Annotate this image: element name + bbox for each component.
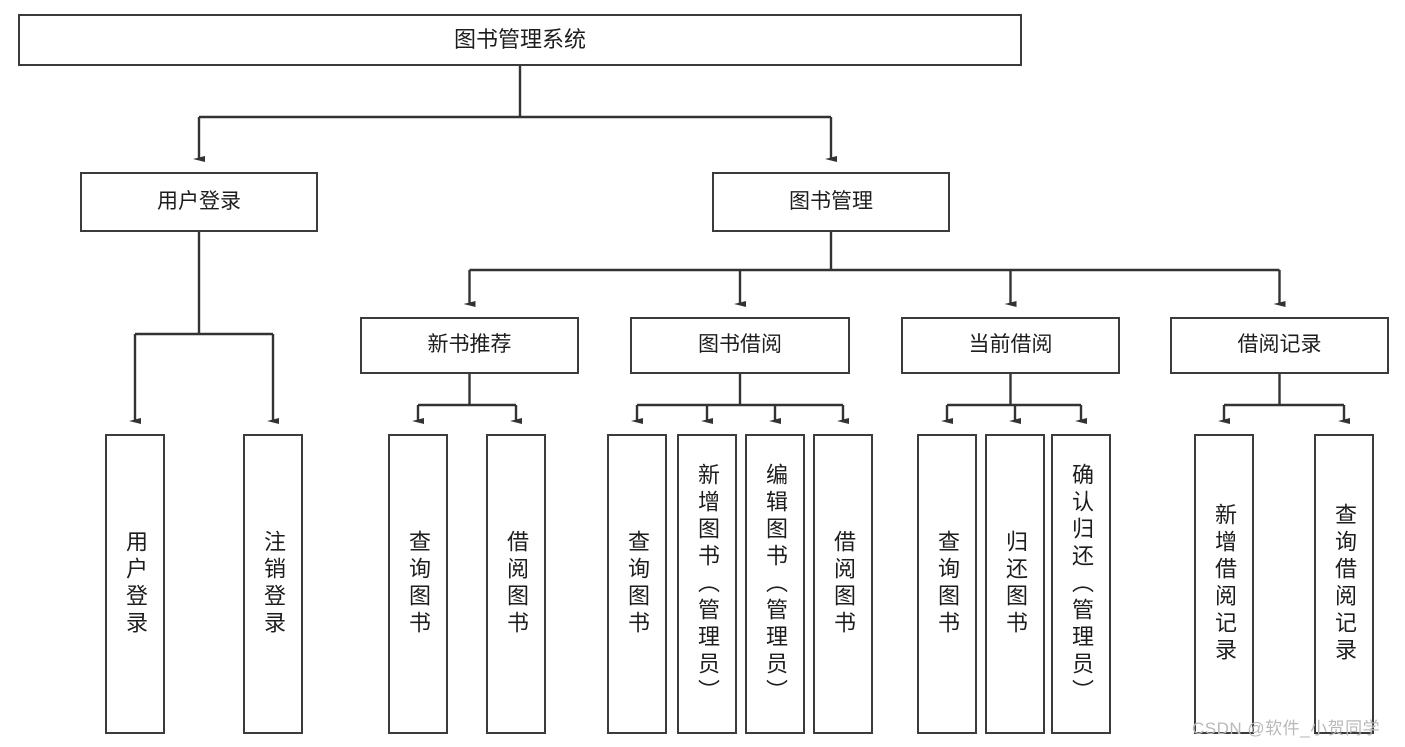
- node-label: 查询图书: [935, 530, 960, 638]
- leaf-node-leaf-return-book[interactable]: 归还图书: [985, 434, 1045, 734]
- leaf-node-leaf-logout[interactable]: 注销登录: [243, 434, 303, 734]
- node-label: 新增图书（管理员）: [695, 462, 720, 706]
- node-label: 新书推荐: [427, 333, 512, 357]
- node-label: 借阅图书: [831, 530, 856, 638]
- node-label: 查询借阅记录: [1332, 503, 1357, 665]
- node-label: 查询图书: [406, 530, 431, 638]
- watermark-label: CSDN @软件_小贺同学: [1192, 719, 1381, 738]
- leaf-node-leaf-edit-book[interactable]: 编辑图书（管理员）: [745, 434, 805, 734]
- node-label: 借阅记录: [1237, 333, 1322, 357]
- node-label: 图书借阅: [698, 333, 782, 357]
- node-current-borrow[interactable]: 当前借阅: [901, 317, 1120, 374]
- leaf-node-leaf-borrow-book-2[interactable]: 借阅图书: [813, 434, 873, 734]
- node-borrow-record[interactable]: 借阅记录: [1170, 317, 1389, 374]
- node-label: 用户登录: [157, 189, 241, 213]
- leaf-node-leaf-add-book[interactable]: 新增图书（管理员）: [677, 434, 737, 734]
- node-user-login[interactable]: 用户登录: [80, 172, 318, 232]
- node-label: 当前借阅: [968, 333, 1053, 357]
- leaf-node-leaf-confirm-return[interactable]: 确认归还（管理员）: [1051, 434, 1111, 734]
- leaf-node-leaf-query-record[interactable]: 查询借阅记录: [1314, 434, 1374, 734]
- node-label: 借阅图书: [504, 530, 529, 638]
- node-label: 确认归还（管理员）: [1069, 462, 1094, 706]
- node-new-book-rec[interactable]: 新书推荐: [360, 317, 579, 374]
- node-label: 查询图书: [625, 530, 650, 638]
- node-label: 新增借阅记录: [1212, 503, 1237, 665]
- node-label: 编辑图书（管理员）: [763, 462, 788, 706]
- leaf-node-leaf-query-book-2[interactable]: 查询图书: [607, 434, 667, 734]
- node-book-borrow[interactable]: 图书借阅: [630, 317, 850, 374]
- node-label: 用户登录: [123, 530, 148, 638]
- node-label: 图书管理: [789, 189, 873, 213]
- leaf-node-leaf-add-record[interactable]: 新增借阅记录: [1194, 434, 1254, 734]
- leaf-node-leaf-query-book-3[interactable]: 查询图书: [917, 434, 977, 734]
- node-label: 图书管理系统: [453, 27, 586, 53]
- leaf-node-leaf-borrow-book-1[interactable]: 借阅图书: [486, 434, 546, 734]
- leaf-node-leaf-user-login[interactable]: 用户登录: [105, 434, 165, 734]
- node-root[interactable]: 图书管理系统: [18, 14, 1022, 66]
- node-label: 注销登录: [261, 530, 286, 638]
- leaf-node-leaf-query-book-1[interactable]: 查询图书: [388, 434, 448, 734]
- node-label: 归还图书: [1003, 530, 1028, 638]
- node-book-manage[interactable]: 图书管理: [712, 172, 950, 232]
